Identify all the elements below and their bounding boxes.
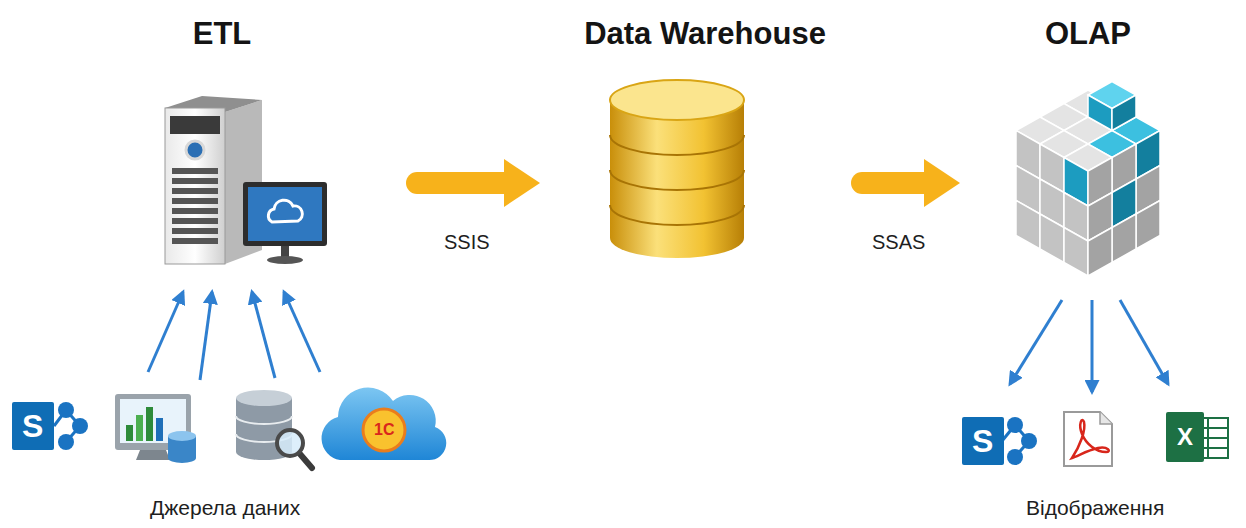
edge-label: SSAS [872,231,925,254]
sharepoint-icon [962,417,1037,465]
label-box: Джерела даних [150,496,300,520]
stage-title: OLAP [1045,16,1133,52]
pdf-icon [1064,412,1112,466]
process-node: ETL [110,8,405,300]
flow-arrow [862,159,960,207]
label-box: S [972,423,993,460]
cube-cell [1136,201,1160,250]
edge-label-box: SSAS [872,231,925,254]
logo-letter: S [22,408,43,445]
process-node: Data Warehouse [540,8,850,300]
group-caption: Джерела даних [150,496,300,520]
cube-cell [1064,228,1088,277]
label-box: 1С [374,421,394,439]
stage-title: Data Warehouse [584,16,827,52]
logo-letter: S [972,423,993,460]
analytics-icon [115,394,196,463]
label-box: X [1177,423,1193,451]
edge-label-box: SSIS [444,231,490,254]
process-node: OLAP [960,8,1222,300]
output-arrows [1010,300,1168,392]
cube-cell [1088,228,1112,277]
logo-text: 1С [374,421,394,439]
source-arrows [148,292,320,380]
flow-arrow [417,159,540,207]
olap-cube-illustration [1016,82,1160,277]
group-caption: Відображення [1026,496,1164,520]
excel-icon [1166,412,1228,462]
arrow-shaft [417,172,510,194]
cube-cell [1112,95,1136,131]
edge-label: SSIS [444,231,490,254]
database-illustration [610,80,744,258]
database-search-icon [236,390,312,468]
label-box: Відображення [1026,496,1164,520]
cube-cell [1016,201,1040,250]
cube-cell [1112,214,1136,263]
sharepoint-icon [12,402,88,450]
cloud-1c-icon [322,388,447,460]
arrow-head [504,159,540,207]
arrow-shaft [862,172,930,194]
cube-cell [1040,214,1064,263]
server-illustration [165,96,327,264]
label-box: S [22,408,43,445]
logo-letter: X [1177,423,1193,451]
stage-title: ETL [193,16,253,52]
arrow-head [924,159,960,207]
cube-cell [1088,95,1112,131]
